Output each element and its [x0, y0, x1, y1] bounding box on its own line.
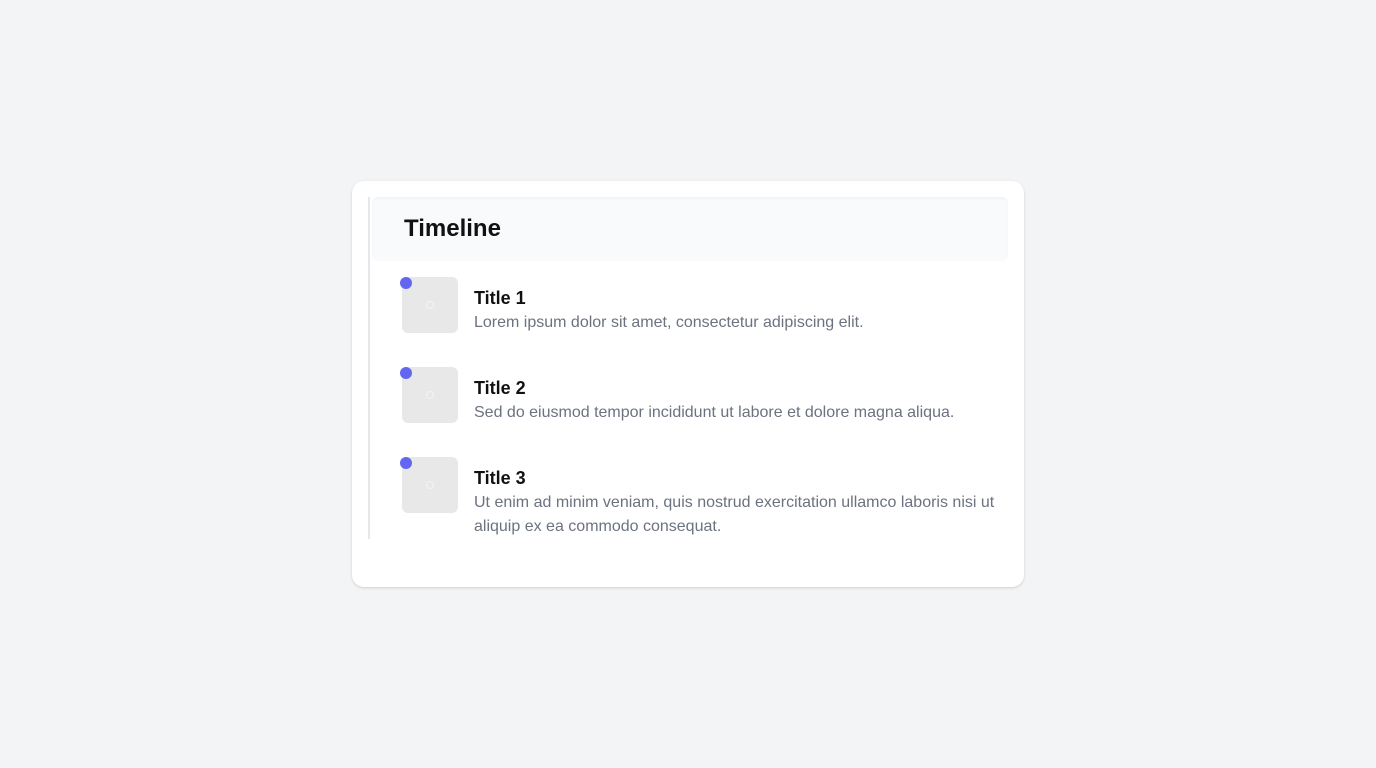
timeline-card: Timeline Title 1 Lorem ipsum dolor sit a…	[352, 181, 1024, 587]
timeline-header: Timeline	[372, 197, 1008, 261]
item-description: Sed do eiusmod tempor incididunt ut labo…	[474, 404, 955, 421]
timeline-dot	[400, 367, 412, 379]
item-description: Ut enim ad minim veniam, quis nostrud ex…	[474, 494, 995, 535]
image-placeholder-icon	[426, 481, 434, 489]
item-title: Title 2	[474, 378, 526, 398]
timeline-dot	[400, 277, 412, 289]
image-placeholder-icon	[426, 391, 434, 399]
timeline-dot	[400, 457, 412, 469]
item-description: Lorem ipsum dolor sit amet, consectetur …	[474, 314, 864, 331]
timeline: Timeline Title 1 Lorem ipsum dolor sit a…	[368, 197, 1008, 539]
item-thumbnail	[402, 457, 458, 513]
item-thumbnail	[402, 367, 458, 423]
page-title: Timeline	[404, 215, 501, 242]
image-placeholder-icon	[426, 301, 434, 309]
item-thumbnail	[402, 277, 458, 333]
item-title: Title 3	[474, 468, 526, 488]
item-title: Title 1	[474, 288, 526, 308]
